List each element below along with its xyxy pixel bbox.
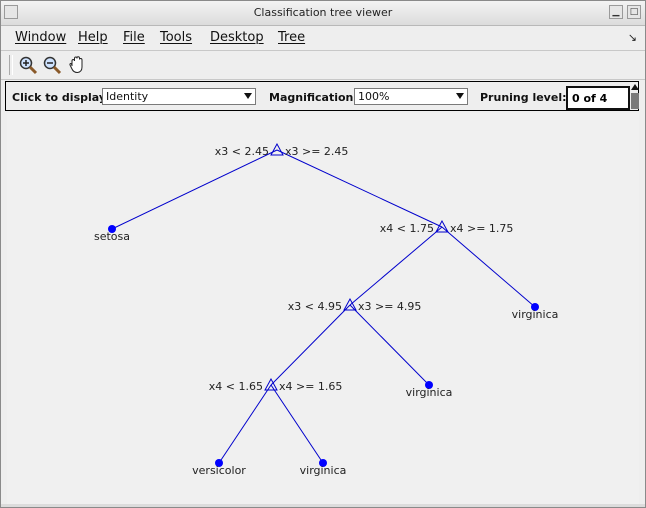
display-label: Click to display: xyxy=(12,91,111,104)
split-rule-left: x3 < 2.45 xyxy=(215,145,269,158)
pruning-level-value: 0 of 4 xyxy=(572,92,608,105)
tree-edge-n4-n7 xyxy=(349,304,430,386)
leaf-class-label: virginica xyxy=(406,386,453,399)
tree-edge-n3-n4 xyxy=(349,226,443,306)
magnification-label: Magnification: xyxy=(269,91,358,104)
chevron-down-icon xyxy=(244,93,252,99)
menu-file[interactable]: File xyxy=(123,30,145,45)
tree-edge-n1-n3 xyxy=(276,149,443,228)
leaf-class-label: versicolor xyxy=(192,464,246,477)
dock-arrow-icon[interactable]: ↘ xyxy=(627,31,637,44)
tree-edges xyxy=(111,149,536,464)
tree-edge-n6-n9 xyxy=(270,384,324,464)
tree-edge-n4-n6 xyxy=(270,304,351,386)
display-select[interactable]: Identity xyxy=(102,88,256,105)
pan-hand-icon[interactable] xyxy=(67,55,87,75)
magnification-select-value: 100% xyxy=(358,90,390,103)
split-rule-right: x4 >= 1.65 xyxy=(279,380,342,393)
window-menu-button[interactable] xyxy=(4,5,18,19)
leaf-class-label: virginica xyxy=(512,308,559,321)
zoom-in-icon[interactable] xyxy=(18,55,38,75)
menu-tools[interactable]: Tools xyxy=(160,30,193,45)
tree-edge-n1-n2 xyxy=(111,149,278,230)
split-rule-right: x3 >= 2.45 xyxy=(285,145,348,158)
toolbar-grip[interactable] xyxy=(9,55,13,75)
minimize-button[interactable]: ▁ xyxy=(609,5,623,19)
zoom-out-icon[interactable] xyxy=(42,55,62,75)
menu-window[interactable]: Window xyxy=(15,30,67,45)
branch-node-n6[interactable] xyxy=(264,377,278,391)
toolbar xyxy=(1,51,645,80)
menu-desktop[interactable]: Desktop xyxy=(210,30,264,45)
leaf-class-label: setosa xyxy=(94,230,130,243)
tree-controls: Click to display: Identity Magnification… xyxy=(5,81,639,111)
maximize-button[interactable]: □ xyxy=(627,5,641,19)
branch-node-n4[interactable] xyxy=(343,297,357,311)
tree-nodes: x3 < 2.45 x3 >= 2.45 setosa x4 < 1.75 x4 >= … xyxy=(94,142,559,477)
tree-canvas[interactable]: x3 < 2.45 x3 >= 2.45 setosa x4 < 1.75 x4 >= … xyxy=(7,113,639,504)
leaf-node-n2[interactable] xyxy=(108,225,116,233)
display-select-value: Identity xyxy=(106,90,149,103)
pruning-label: Pruning level: xyxy=(480,91,567,104)
split-rule-left: x4 < 1.75 xyxy=(380,222,434,235)
menu-bar: Window Help File Tools Desktop Tree ↘ xyxy=(1,26,645,51)
chevron-down-icon xyxy=(456,93,464,99)
leaf-node-n9[interactable] xyxy=(319,459,327,467)
branch-node-n3[interactable] xyxy=(435,219,449,233)
tree-edge-n3-n5 xyxy=(441,226,536,308)
spinner-up-icon[interactable] xyxy=(631,84,639,90)
split-rule-left: x3 < 4.95 xyxy=(288,300,342,313)
branch-node-n1[interactable] xyxy=(270,142,284,156)
window-title: Classification tree viewer xyxy=(253,6,393,19)
window-bottom-border xyxy=(1,504,645,507)
magnification-select[interactable]: 100% xyxy=(354,88,468,105)
spinner-thumb[interactable] xyxy=(631,93,639,109)
split-rule-right: x3 >= 4.95 xyxy=(358,300,421,313)
pruning-level-field[interactable]: 0 of 4 xyxy=(566,86,630,110)
split-rule-right: x4 >= 1.75 xyxy=(450,222,513,235)
menu-tree[interactable]: Tree xyxy=(278,30,306,45)
split-rule-left: x4 < 1.65 xyxy=(209,380,263,393)
leaf-class-label: virginica xyxy=(300,464,347,477)
leaf-node-n5[interactable] xyxy=(531,303,539,311)
leaf-node-n7[interactable] xyxy=(425,381,433,389)
leaf-node-n8[interactable] xyxy=(215,459,223,467)
tree-edge-n6-n8 xyxy=(218,384,272,464)
menu-help[interactable]: Help xyxy=(78,30,108,45)
classification-tree: x3 < 2.45 x3 >= 2.45 setosa x4 < 1.75 x4 >= … xyxy=(94,142,559,477)
title-bar[interactable]: Classification tree viewer ▁ □ xyxy=(1,1,645,26)
pruning-spinner[interactable] xyxy=(630,84,640,110)
